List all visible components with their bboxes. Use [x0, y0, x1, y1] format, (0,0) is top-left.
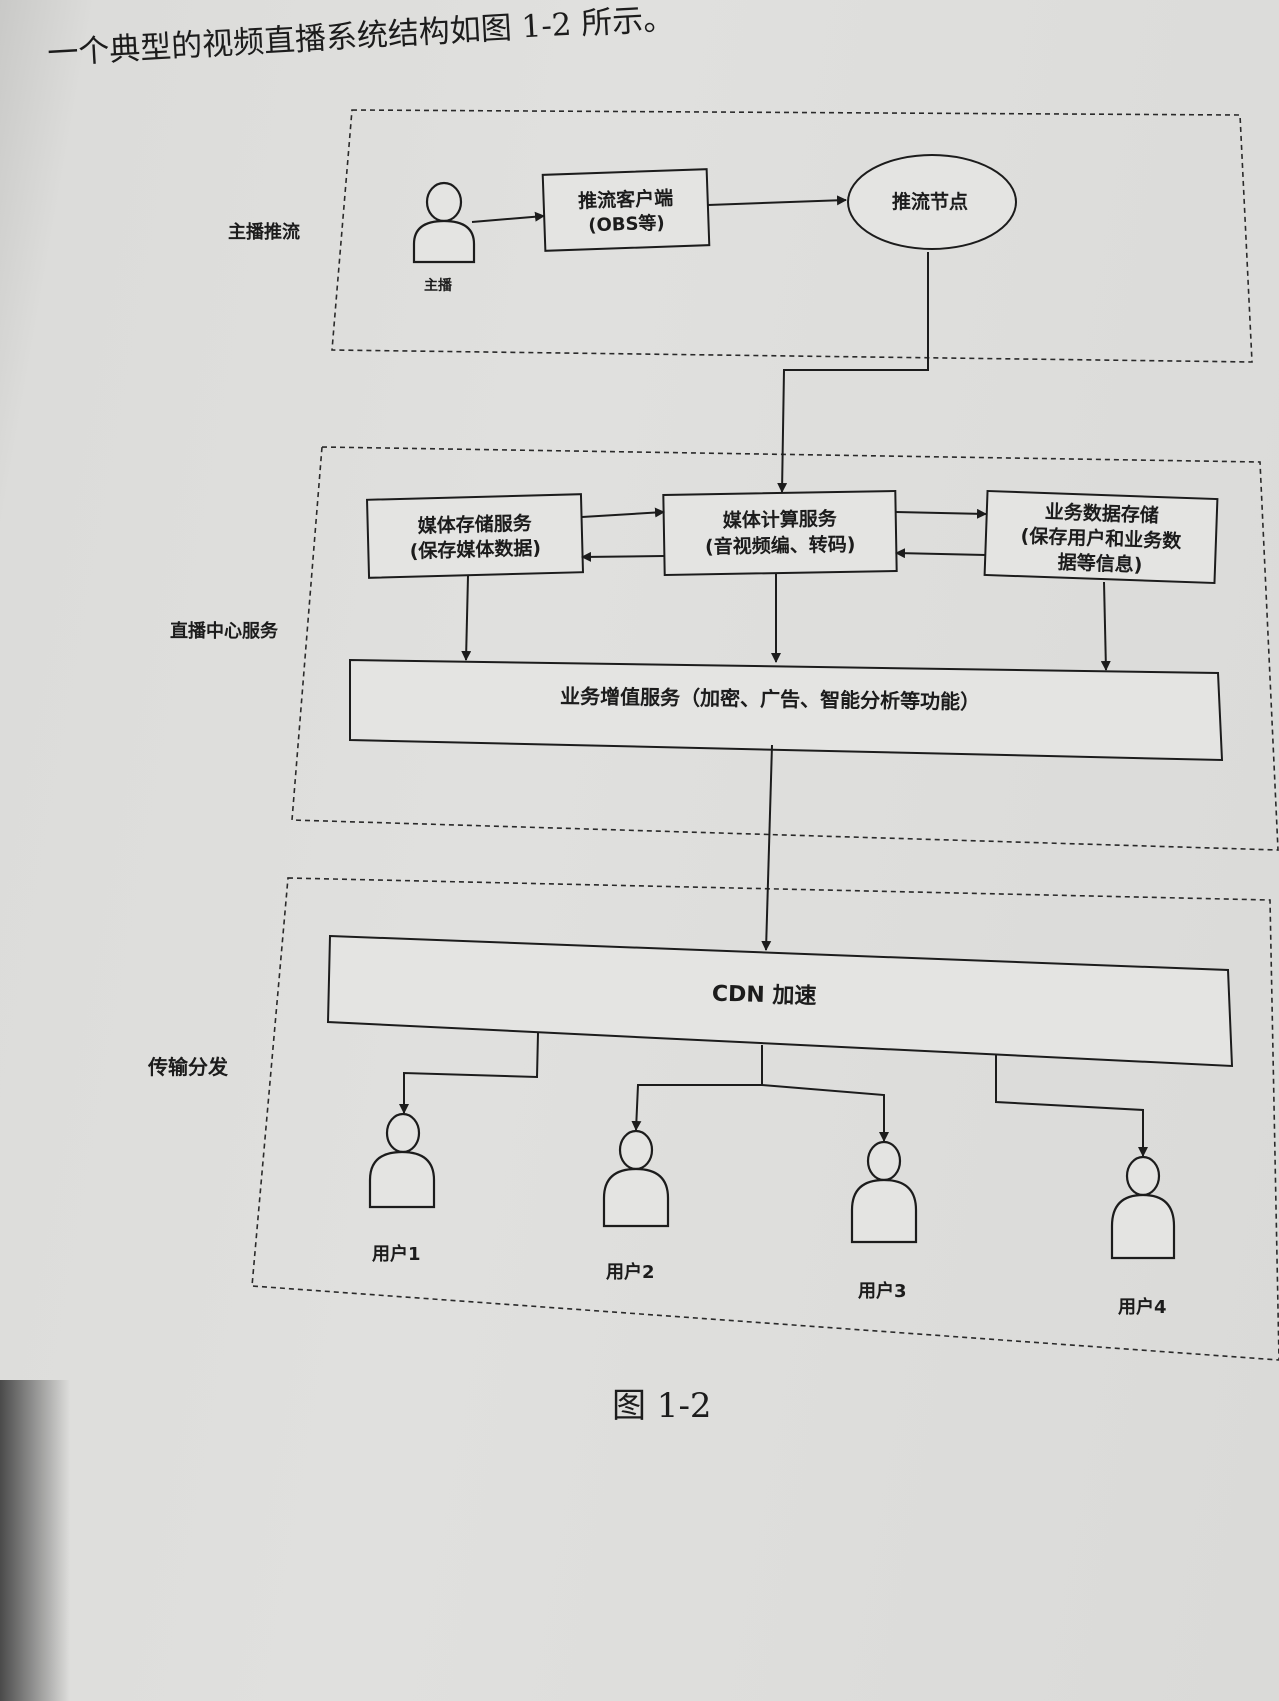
edge-cdn-user2-split: [631, 1045, 763, 1131]
user4-label: 用户4: [1118, 1296, 1167, 1318]
streamer-label: 主播: [424, 277, 453, 294]
cdn-box: [326, 934, 1234, 1068]
edge-cdn-user4: [995, 1054, 1148, 1157]
figure-caption: 图 1-2: [612, 1386, 712, 1426]
zone-push: [331, 109, 1253, 363]
zone-label-push: 主播推流: [228, 221, 300, 243]
edge-compute-storage: [581, 551, 665, 562]
value-added-box: [349, 658, 1224, 762]
user4-icon: [1110, 1155, 1176, 1260]
push-client-label: 推流客户端: [578, 186, 674, 212]
edge-valueadded-cdn: [761, 744, 773, 951]
biz-data-sublabel-1: (保存用户和业务数: [1020, 524, 1182, 553]
push-client-sublabel: (OBS等): [588, 212, 665, 237]
biz-data-box: [983, 489, 1219, 585]
media-storage-label: 媒体存储服务: [417, 511, 533, 537]
zone-label-center: 直播中心服务: [170, 620, 279, 642]
media-storage-sublabel: (保存媒体数据): [409, 536, 541, 562]
edge-bizdata-compute: [895, 548, 987, 559]
page-shadow: [0, 1380, 70, 1701]
edge-storage-compute: [581, 507, 665, 518]
push-node-label: 推流节点: [892, 190, 968, 213]
edge-streamer-client: [471, 211, 545, 223]
cdn-label: CDN 加速: [712, 981, 817, 1010]
zone-center: [291, 446, 1279, 851]
user2-label: 用户2: [606, 1261, 655, 1283]
value-added-label: 业务增值服务（加密、广告、智能分析等功能）: [560, 684, 980, 714]
zone-label-distribution: 传输分发: [147, 1055, 229, 1079]
user1-label: 用户1: [372, 1243, 421, 1265]
edge-bizdata-valueadded: [1100, 581, 1111, 671]
push-node: [847, 154, 1017, 250]
edge-node-compute: [777, 252, 929, 493]
biz-data-label: 业务数据存储: [1044, 500, 1159, 527]
streamer-icon: [412, 181, 476, 264]
edge-cdn-user3: [761, 1084, 889, 1142]
edge-cdn-user1: [399, 1032, 539, 1114]
media-compute-box: [662, 489, 898, 577]
biz-data-sublabel-2: 据等信息): [1057, 551, 1142, 577]
edge-client-node: [707, 195, 847, 206]
media-storage-box: [365, 493, 585, 579]
edge-compute-bizdata: [895, 508, 987, 519]
user2-icon: [602, 1129, 670, 1228]
edge-storage-valueadded: [461, 575, 472, 661]
user1-icon: [368, 1112, 436, 1209]
media-compute-sublabel: (音视频编、转码): [705, 533, 856, 559]
user3-label: 用户3: [858, 1280, 907, 1302]
user3-icon: [850, 1140, 918, 1244]
media-compute-label: 媒体计算服务: [723, 507, 838, 532]
